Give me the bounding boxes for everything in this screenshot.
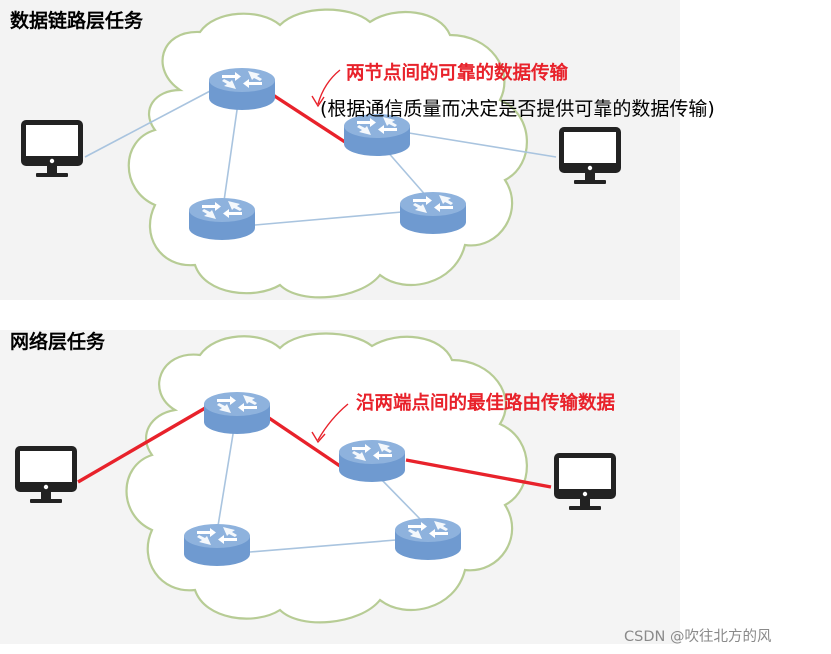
computer-bottom-left <box>15 446 77 503</box>
watermark: CSDN @吹往北方的风 <box>624 629 772 645</box>
link-r1-to-r3 <box>222 102 239 209</box>
link-r2-to-pc-right-highlight <box>405 458 552 489</box>
computer-top-right <box>559 127 621 184</box>
cloud-bottom <box>125 332 528 624</box>
annotation-quality-condition: (根据通信质量而决定是否提供可靠的数据传输) <box>320 98 715 120</box>
cloud-top <box>127 8 528 299</box>
pointer-arrow-bottom <box>311 403 349 444</box>
router-bottom-2 <box>339 440 405 482</box>
computer-bottom-right <box>554 453 616 510</box>
link-r2-to-r4 <box>377 475 424 523</box>
pointer-arrow-top <box>311 69 341 108</box>
router-bottom-3 <box>184 524 250 566</box>
link-r1-to-r3 <box>216 427 235 533</box>
router-top-1 <box>209 68 275 110</box>
annotation-best-route: 沿两端点间的最佳路由传输数据 <box>356 393 616 414</box>
link-r3-to-r4 <box>249 539 397 553</box>
section-title-network: 网络层任务 <box>10 331 106 353</box>
link-r2-to-r4 <box>385 149 429 199</box>
router-top-3 <box>189 198 255 240</box>
link-r3-to-r4 <box>254 211 403 226</box>
section-title-data-link: 数据链路层任务 <box>10 10 144 32</box>
link-r1-to-r2-highlight <box>265 414 341 468</box>
links-bottom <box>77 405 552 553</box>
router-bottom-4 <box>395 518 461 560</box>
link-pc-left-to-r1 <box>84 89 213 158</box>
links-top <box>84 89 557 226</box>
link-r2-to-pc-right <box>408 132 557 158</box>
link-pc-left-to-r1-highlight <box>77 405 208 484</box>
router-bottom-1 <box>204 392 270 434</box>
computer-top-left <box>21 120 83 177</box>
link-r1-to-r2-highlight <box>272 93 346 144</box>
annotation-reliable-transfer: 两节点间的可靠的数据传输 <box>346 63 569 84</box>
router-top-4 <box>400 192 466 234</box>
